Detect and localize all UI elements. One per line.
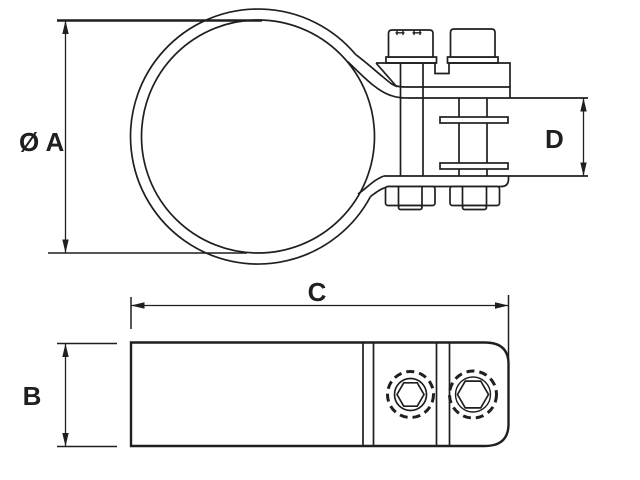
dim-d-arrow-up [580, 98, 587, 112]
band-divider-lines [362, 342, 451, 446]
label-diameter-a: Ø A [19, 127, 64, 157]
dim-a-arrow-down [62, 239, 69, 253]
dim-c-arrow-left [131, 302, 145, 309]
spacer-bar-bottom [439, 162, 509, 170]
bolt-head-right [449, 28, 496, 58]
socket-bolt-left-recess-circle [393, 377, 428, 412]
serrated-flange-left [385, 56, 438, 64]
top-view-clamp-ring [129, 8, 588, 265]
serrated-flange-right [446, 56, 499, 64]
dimension-length-c: C [130, 277, 510, 362]
band-outline [129, 341, 510, 448]
label-span-d: D [545, 124, 564, 154]
strap-top-inner-curve [346, 60, 588, 99]
strap-top-outer-curve [355, 53, 510, 88]
bolt-shaft-left [399, 63, 424, 176]
dim-b-arrow-down [62, 433, 69, 447]
socket-bolt-right-head-ring [448, 369, 498, 420]
label-length-c: C [308, 277, 327, 307]
pipe-inner-circle [140, 19, 376, 254]
socket-bolt-right-hex [456, 380, 490, 409]
bolt-head-left [387, 29, 434, 58]
socket-bolt-right-recess-circle [454, 376, 492, 413]
bottom-view-band [129, 341, 510, 448]
band-outer-arc [129, 8, 372, 265]
socket-bolt-left-head-ring [386, 370, 435, 419]
dim-c-arrow-right [495, 302, 509, 309]
socket-bolt-left-hex [396, 381, 425, 408]
lower-bracket-plate [388, 176, 510, 188]
hex-nut-left [384, 185, 436, 211]
dimension-height-b: B [23, 342, 117, 448]
socket-bolt-right [448, 369, 498, 420]
upper-bracket-plate [375, 62, 511, 98]
dim-a-arrow-up [62, 20, 69, 34]
dim-b-arrow-up [62, 343, 69, 357]
bolt-head-hex-marks [395, 30, 422, 35]
socket-bolt-left [386, 370, 435, 419]
dim-d-arrow-down [580, 162, 587, 176]
dimension-span-d: D [545, 98, 587, 176]
hex-nut-right [449, 185, 501, 211]
spacer-bar-top [439, 116, 509, 124]
dimension-diameter-a: Ø A [19, 19, 262, 254]
strap-bottom-inner-curve [357, 175, 385, 195]
label-height-b: B [23, 381, 42, 411]
